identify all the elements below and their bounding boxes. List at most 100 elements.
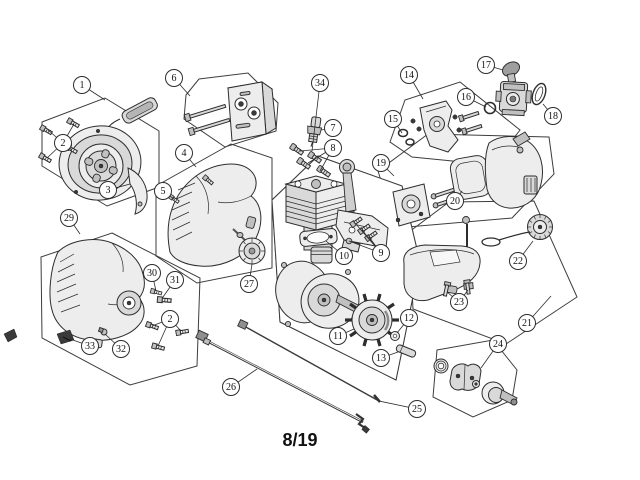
callout-bubble[interactable] [450,293,468,311]
callout-bubble[interactable] [324,139,342,157]
callout-34[interactable]: 34 [311,74,329,152]
callout-bubble[interactable] [222,378,240,396]
callout-bubble[interactable] [372,154,390,172]
callout-30[interactable]: 30 [143,264,161,292]
callout-bubble[interactable] [329,327,347,345]
cylinder-bolt [295,156,312,171]
callout-20[interactable]: 20 [446,190,464,210]
callout-2[interactable]: 2 [46,123,75,159]
callout-bubble[interactable] [311,74,329,92]
callout-bubble[interactable] [54,134,72,152]
crankcase-assembly [275,246,361,329]
callout-bubble[interactable] [489,335,507,353]
grommet [405,138,415,146]
callout-bubble[interactable] [408,400,426,418]
callout-18[interactable]: 18 [542,103,562,125]
callout-7[interactable]: 7 [320,119,342,137]
housing-screw [149,287,163,297]
callout-14[interactable]: 14 [400,66,424,100]
callout-33[interactable]: 33 [69,337,99,355]
callout-number: 20 [450,196,460,207]
callout-number: 23 [454,297,464,308]
callout-bubble[interactable] [335,247,353,265]
callout-bubble[interactable] [457,88,475,106]
housing-bolt-washer [97,326,108,336]
callout-25[interactable]: 25 [378,400,426,418]
callout-number: 2 [168,314,173,325]
callout-2[interactable]: 2 [151,310,182,347]
callout-31[interactable]: 31 [162,271,184,298]
callout-number: 31 [170,275,180,286]
callout-bubble[interactable] [400,309,418,327]
callout-bubble[interactable] [73,76,91,94]
callout-bubble[interactable] [324,119,342,137]
callout-bubble[interactable] [112,340,130,358]
callout-number: 18 [548,111,558,122]
cylinder [284,175,355,231]
callout-bubble[interactable] [509,252,527,270]
callout-bubble[interactable] [143,264,161,282]
callout-bubble[interactable] [372,349,390,367]
housing-screw [175,327,190,337]
callout-bubble[interactable] [81,337,99,355]
callout-number: 4 [182,148,187,159]
recoil-starter-assembly [38,97,158,215]
callout-6[interactable]: 6 [165,69,191,97]
callout-bubble[interactable] [477,56,495,74]
callout-number: 10 [339,251,349,262]
muffler-bolt [183,103,227,123]
panel-recoil-starter [41,97,160,207]
callout-19[interactable]: 19 [372,154,395,177]
callout-29[interactable]: 29 [60,209,81,235]
engine-covers-group [392,131,543,227]
callout-bubble[interactable] [166,271,184,289]
callout-13[interactable]: 13 [372,349,399,367]
callout-11[interactable]: 11 [329,327,355,345]
callout-bubble[interactable] [60,209,78,227]
callout-10[interactable]: 10 [325,240,353,265]
bracket-screw [460,123,483,136]
callout-number: 7 [331,123,336,134]
callout-number: 32 [116,344,126,355]
callout-24[interactable]: 24 [480,335,507,369]
callout-23[interactable]: 23 [446,289,469,311]
callout-16[interactable]: 16 [457,88,487,108]
callout-number: 5 [161,186,166,197]
callout-15[interactable]: 15 [384,110,403,134]
callout-bubble[interactable] [518,314,536,332]
callout-number: 6 [172,73,177,84]
starter-pawl [127,167,148,215]
callout-12[interactable]: 12 [396,309,418,334]
callout-bubble[interactable] [240,275,258,293]
callout-bubble[interactable] [384,110,402,128]
callout-bubble[interactable] [154,182,172,200]
callout-5[interactable]: 5 [154,182,175,200]
callout-bubble[interactable] [165,69,183,87]
callout-1[interactable]: 1 [73,76,106,101]
callout-27[interactable]: 27 [240,263,258,293]
callout-32[interactable]: 32 [104,333,130,358]
callout-17[interactable]: 17 [477,56,504,74]
callout-bubble[interactable] [99,181,117,199]
callout-number: 1 [80,80,85,91]
callout-number: 13 [376,353,386,364]
callout-bubble[interactable] [400,66,418,84]
callout-3[interactable]: 3 [99,181,131,199]
callout-9[interactable]: 9 [348,222,390,262]
callout-bubble[interactable] [446,192,464,210]
callout-21[interactable]: 21 [518,295,552,332]
callout-bubble[interactable] [175,144,193,162]
callout-4[interactable]: 4 [175,144,197,168]
callout-22[interactable]: 22 [509,240,534,270]
callout-number: 3 [106,185,111,196]
callout-bubble[interactable] [544,107,562,125]
callout-8[interactable]: 8 [299,139,342,172]
clutch-housing-group [49,239,190,352]
callout-bubble[interactable] [161,310,179,328]
carburetor [495,61,532,117]
callout-26[interactable]: 26 [222,368,258,396]
callout-number: 24 [493,339,503,350]
page-indicator: 8/19 [282,430,317,450]
callout-bubble[interactable] [372,244,390,262]
